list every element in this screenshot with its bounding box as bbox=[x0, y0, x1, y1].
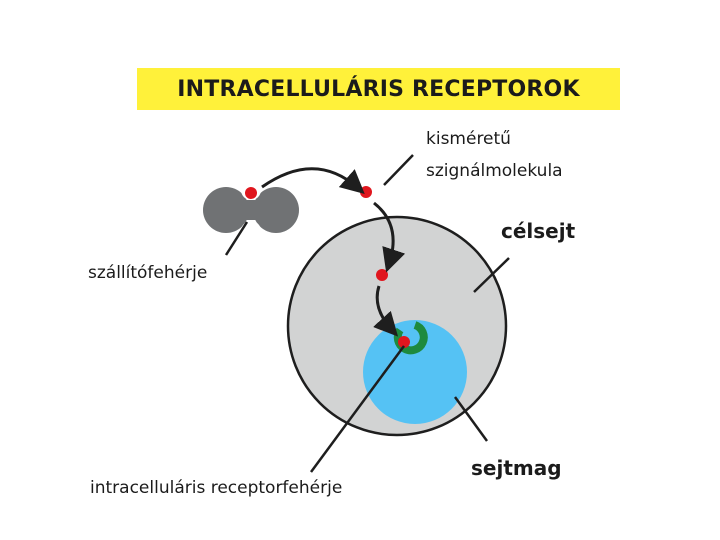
leader-signal-molecule bbox=[383, 154, 414, 186]
signal-molecule-bound bbox=[245, 187, 257, 199]
label-signal-molecule-line1: kisméretű bbox=[426, 129, 511, 149]
leader-receptor bbox=[309, 345, 406, 473]
arrow-entry bbox=[373, 201, 406, 273]
label-nucleus: sejtmag bbox=[471, 456, 562, 480]
leader-nucleus bbox=[453, 396, 489, 442]
arrow-to-nucleus bbox=[373, 285, 399, 337]
signal-molecule-free bbox=[360, 186, 372, 198]
leader-carrier-protein bbox=[224, 221, 249, 256]
receptor-protein bbox=[393, 321, 428, 355]
label-receptor-protein: intracelluláris receptorfehérje bbox=[90, 478, 343, 498]
signal-molecule-cytoplasm bbox=[376, 269, 388, 281]
label-signal-molecule-line2: szignálmolekula bbox=[426, 161, 563, 181]
label-target-cell: célsejt bbox=[501, 219, 576, 243]
leader-target-cell bbox=[473, 257, 510, 293]
label-carrier-protein: szállítófehérje bbox=[88, 263, 208, 283]
arrow-release bbox=[261, 167, 365, 194]
diagram-title: INTRACELLULÁRIS RECEPTOROK bbox=[177, 76, 580, 102]
nucleus bbox=[363, 320, 467, 424]
title-banner: INTRACELLULÁRIS RECEPTOROK bbox=[137, 68, 620, 110]
signal-molecule-bound-receptor bbox=[398, 336, 410, 348]
carrier-protein bbox=[203, 180, 299, 241]
